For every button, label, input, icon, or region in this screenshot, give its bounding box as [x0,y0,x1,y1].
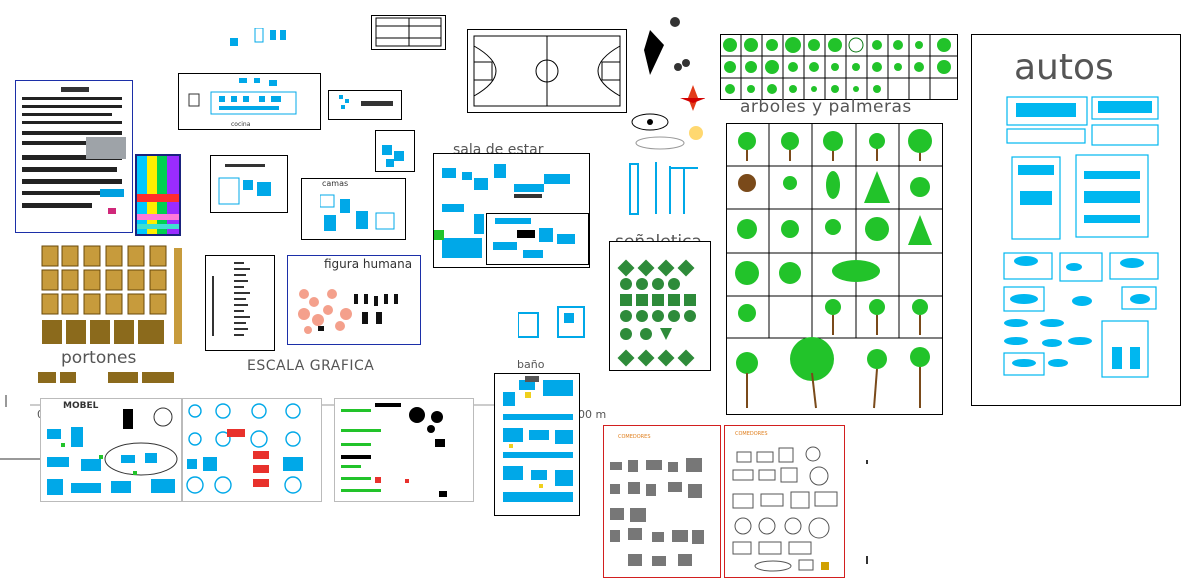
lamp-posts [626,160,706,220]
vertical-text-strip [172,248,184,344]
autos-title: autos [1014,47,1114,88]
comedores-right-panel: COMEDORES [724,425,845,578]
bano-panel [494,373,580,516]
furniture-panel [182,398,322,502]
basketball-court-icon [473,35,621,107]
garden-panel [334,398,474,502]
portones-bar [38,370,178,384]
comedores-left-title: COMEDORES [618,434,651,440]
portones-title: portones [61,348,137,368]
bano-fixtures [518,305,588,341]
doors-panel [328,90,402,120]
cocina-label: cocina [231,121,251,128]
senaletica-panel [609,241,711,371]
figura-humana-title: figura humana [324,257,413,271]
cyan-icons-top [230,28,290,68]
hatch-legend-panel [15,80,133,233]
cocina-panel: cocina [178,73,321,130]
portones-grid [40,244,168,346]
tick-marks [864,460,870,564]
mobel-title: MOBEL [63,401,99,411]
color-palette [135,154,181,236]
plant-icon-grid [720,34,958,100]
bedroom-panel [210,155,288,213]
autos-panel: autos [971,34,1181,406]
dining-table [371,15,446,50]
bano-small-panel [375,130,415,172]
camas-label: camas [322,179,349,188]
text-list-panel [205,255,275,351]
comedores-left-panel: COMEDORES [603,425,721,578]
basketball-court-panel [467,29,627,113]
compass-group [630,15,705,165]
arboles-title: arboles y palmeras [740,97,912,117]
escala-title: ESCALA GRAFICA [247,358,375,374]
figura-humana-panel: figura humana [287,255,421,345]
tree-grid [726,123,943,415]
hatch-legend-icon [22,87,126,214]
mobel-panel: MOBEL [40,398,182,502]
camas-panel: camas [301,178,406,240]
bano-title: baño [517,358,545,371]
north-arrow-icon [644,30,664,75]
living-room-sub [486,213,589,265]
sun-icon [689,126,703,140]
comedores-right-title: COMEDORES [735,431,768,437]
